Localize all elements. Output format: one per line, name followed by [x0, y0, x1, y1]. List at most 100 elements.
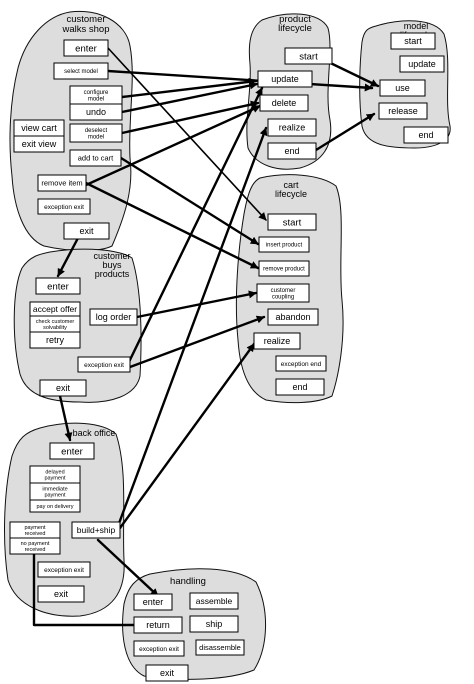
state-label: exit view — [22, 139, 57, 149]
state-label-line: add to cart — [78, 154, 114, 163]
state-label-line: exception end — [281, 361, 322, 368]
state-box — [133, 616, 183, 634]
state-label-line: exit — [79, 226, 94, 236]
state-label: disassemble — [199, 643, 241, 652]
state-label: abandon — [275, 312, 310, 322]
group-title-line: customer — [93, 251, 130, 261]
group-title-line: back office — [73, 428, 116, 438]
state-box — [35, 277, 81, 295]
edge-deselect-model-to-delete — [120, 100, 260, 135]
state-box — [267, 213, 317, 231]
state-back-office-build-ship: build+ship — [71, 521, 121, 539]
state-box — [49, 442, 95, 460]
state-label-line: payment — [44, 492, 66, 498]
state-customer-walks-shop-add-to-cart: add to cart — [69, 149, 122, 167]
state-label-line: end — [292, 382, 307, 392]
state-label-line: start — [404, 36, 422, 46]
state-label-line: delete — [272, 98, 297, 108]
group-title-line: lifecycle — [278, 23, 312, 34]
state-customer-buys-products-log-order: log order — [89, 308, 138, 326]
state-label-line: customer — [271, 288, 296, 294]
state-label-line: received — [25, 531, 46, 537]
edges-layer — [32, 47, 380, 627]
state-label-line: build+ship — [77, 525, 116, 535]
state-handling-ship: ship — [189, 615, 239, 633]
state-label: remove product — [263, 267, 305, 273]
edge-buys-exit-to-back-office-enter — [58, 394, 73, 442]
edge-product-end-to-release — [314, 112, 376, 152]
group-title-line: customer — [66, 14, 105, 25]
state-back-office-pay-on-delivery: pay on delivery — [29, 499, 81, 513]
state-box — [284, 47, 333, 65]
state-box — [267, 308, 319, 326]
state-back-office-exception-exit: exception exit — [37, 561, 91, 578]
state-box — [258, 236, 310, 253]
state-label: enter — [47, 281, 69, 292]
state-handling-enter: enter — [133, 593, 173, 611]
state-label-line: view cart — [21, 123, 57, 133]
state-label-line: exception exit — [44, 567, 84, 574]
state-model-lifecycle-start: start — [390, 32, 436, 50]
state-label-line: exit view — [22, 139, 57, 149]
state-label-line: start — [283, 217, 302, 228]
state-cart-lifecycle-remove-product: remove product — [258, 260, 310, 277]
state-back-office-exit: exit — [37, 585, 85, 603]
state-box — [403, 126, 449, 144]
state-model-lifecycle-end: end — [403, 126, 449, 144]
state-label: exception end — [281, 361, 322, 368]
state-box — [71, 521, 121, 539]
state-label-line: no payment — [21, 541, 50, 547]
state-customer-buys-products-enter: enter — [35, 277, 81, 295]
group-title-line: product — [279, 14, 311, 25]
state-model-lifecycle-release: release — [378, 102, 428, 120]
state-customer-walks-shop-select-model: select model — [53, 62, 109, 80]
state-box — [37, 174, 87, 192]
edge-remove-item-to-delete — [84, 104, 262, 187]
state-label-line: model — [88, 96, 104, 102]
state-customer-buys-products-exception-exit: exception exit — [77, 356, 131, 373]
state-label: log order — [96, 312, 132, 322]
state-label-line: deselect — [85, 128, 108, 134]
state-label: exit — [56, 383, 71, 393]
state-customer-walks-shop-remove-item: remove item — [37, 174, 87, 192]
state-customer-walks-shop-exit: exit — [63, 222, 110, 240]
state-customer-walks-shop-exception-exit: exception exit — [37, 198, 91, 215]
state-handling-assemble: assemble — [189, 592, 239, 610]
state-box — [133, 593, 173, 611]
state-box — [37, 585, 85, 603]
state-label: start — [404, 36, 422, 46]
state-customer-buys-products-exit: exit — [39, 379, 87, 397]
group-title-back-office: back office — [73, 428, 116, 438]
state-label: update — [408, 59, 436, 69]
state-label-line: enter — [61, 446, 83, 457]
state-label: enter — [143, 597, 164, 607]
state-box — [53, 62, 109, 80]
state-handling-exit: exit — [145, 664, 189, 682]
state-label-line: log order — [96, 312, 132, 322]
state-box — [13, 135, 65, 153]
edge-exit-to-buys-enter — [56, 236, 80, 278]
state-box — [399, 55, 445, 73]
state-model-lifecycle-use: use — [379, 79, 426, 97]
state-label-line: abandon — [275, 312, 310, 322]
state-label-line: immediate — [42, 486, 67, 492]
group-title-line: model — [404, 21, 429, 31]
state-label-line: remove item — [41, 179, 82, 188]
state-cart-lifecycle-abandon: abandon — [267, 308, 319, 326]
state-label: ship — [206, 619, 223, 629]
state-box — [69, 123, 123, 143]
edge-return-to-payment-received — [32, 552, 136, 627]
state-cart-lifecycle-insert-product: insert product — [258, 236, 310, 253]
state-cart-lifecycle-realize: realize — [253, 332, 301, 350]
state-customer-walks-shop-view-cart: view cart — [13, 119, 65, 137]
edge-remove-item-to-remove-product — [84, 181, 260, 270]
state-label: exception exit — [84, 362, 124, 369]
state-label-line: pay on delivery — [37, 504, 74, 510]
state-box — [29, 331, 81, 349]
